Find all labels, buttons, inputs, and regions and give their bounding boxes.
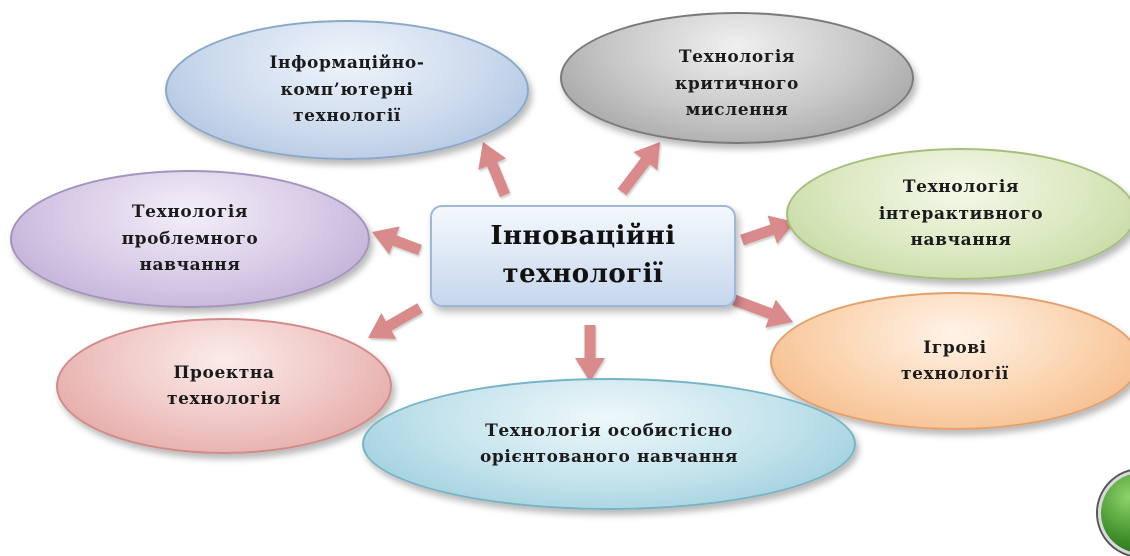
- node-inter-label: Технологія інтерактивного навчання: [878, 177, 1044, 251]
- node-prob-label: Технологія проблемного навчання: [121, 202, 259, 276]
- center-label: Інноваційні технології: [490, 221, 676, 289]
- center-node-innovative-tech: Інноваційні технології: [430, 205, 736, 307]
- arrow-to-info: [478, 142, 511, 198]
- node-info-computer-tech: Інформаційно- комп’ютерні технології: [165, 20, 529, 160]
- node-game-tech: Ігрові технології: [770, 292, 1130, 430]
- node-interactive-learning: Технологія інтерактивного навчання: [786, 148, 1130, 280]
- node-project-tech: Проектна технологія: [56, 318, 392, 454]
- node-critical-thinking: Технологія критичного мислення: [560, 12, 914, 144]
- arrow-to-inter: [740, 215, 795, 246]
- arrow-to-crit: [617, 142, 660, 196]
- node-personal-learning: Технологія особистісно орієнтованого нав…: [362, 378, 856, 510]
- node-info-label: Інформаційно- комп’ютерні технології: [269, 53, 425, 127]
- node-problem-learning: Технологія проблемного навчання: [10, 170, 370, 308]
- arrows-layer: [368, 142, 795, 382]
- arrow-to-prob: [372, 226, 422, 256]
- arrow-to-pers: [575, 325, 605, 382]
- arrow-to-game: [732, 294, 793, 328]
- node-crit-label: Технологія критичного мислення: [675, 47, 799, 121]
- arrow-to-proj: [368, 303, 423, 339]
- node-proj-label: Проектна технологія: [166, 362, 282, 409]
- node-game-label: Ігрові технології: [901, 337, 1009, 384]
- node-pers-label: Технологія особистісно орієнтованого нав…: [479, 420, 738, 467]
